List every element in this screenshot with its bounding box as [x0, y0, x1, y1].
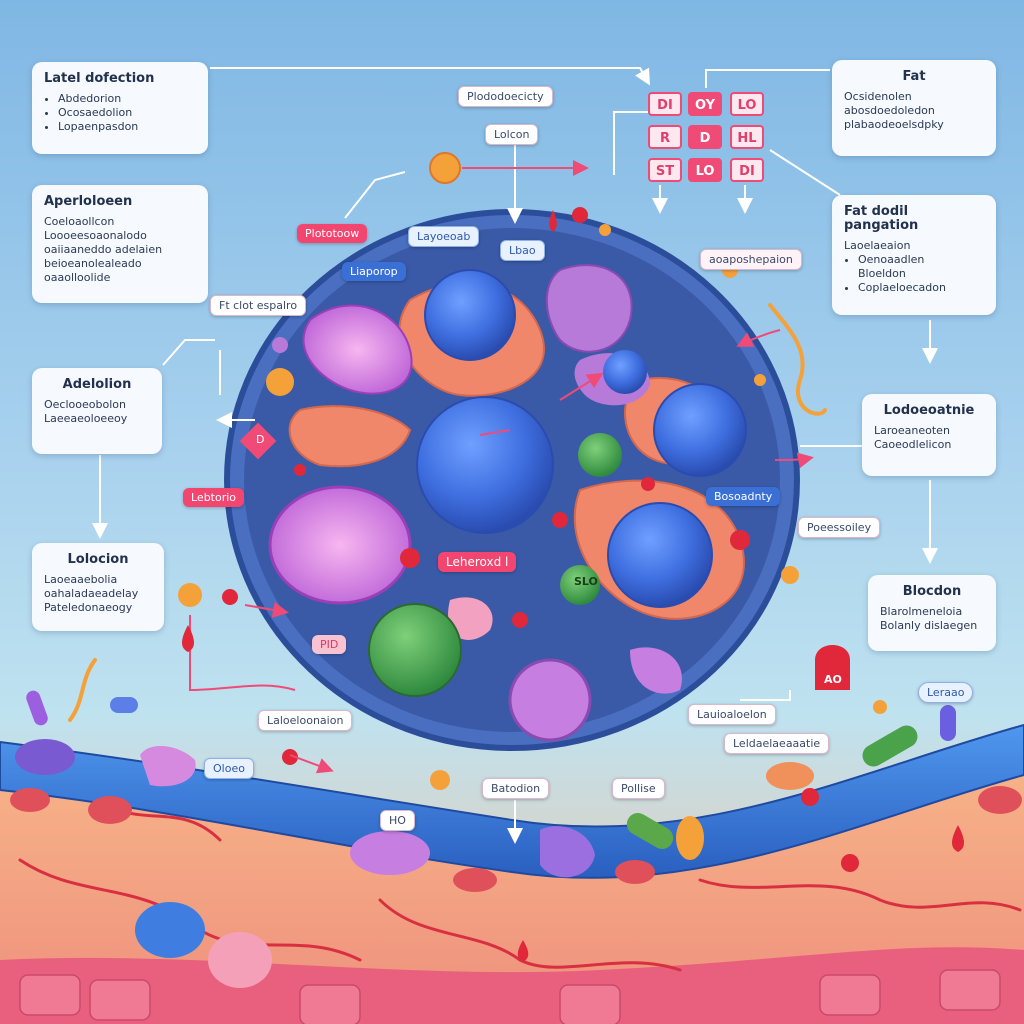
- panel-line: Bloeldon: [858, 267, 906, 280]
- panel-item: Oenoaadlen: [858, 253, 984, 267]
- label-grid: DI OY LO R D HL ST LO DI: [648, 92, 772, 186]
- panel-label-detection: Latel dofection Abdedorion Ocosaedolion …: [32, 62, 208, 154]
- connector-lines: [92, 67, 938, 844]
- diamond-marker: [239, 422, 277, 460]
- label-lidolo: aoaposhepaion: [700, 249, 802, 270]
- panel-item: Ocosaedolion: [58, 106, 196, 120]
- pink-organelle-ao: [815, 645, 850, 690]
- label-lauioaloelon: Lauioaloelon: [688, 704, 776, 725]
- label-oloeo: Oloeo: [204, 758, 254, 779]
- panel-title: Lolocion: [67, 552, 129, 567]
- panel-line: Loooeesoaonalodo: [44, 229, 147, 242]
- label-poeessoiley: Poeessoiley: [798, 517, 881, 538]
- panel-fat: Fat Ocsidenolen abosdoedoledon plabaodeo…: [832, 60, 996, 156]
- cell-membrane-band: [0, 723, 1024, 879]
- panel-title: Aperloloeen: [44, 194, 133, 209]
- label-lidelacsecodle: HO: [380, 810, 415, 831]
- panel-line: Bolanly dislaegen: [880, 619, 978, 632]
- grid-cell: DI: [648, 92, 682, 116]
- panel-lodoeoatnie: Lodoeoatnie Laroeaneoten Caoeodlelicon: [862, 394, 996, 476]
- panel-line: beioeanolealeado: [44, 257, 142, 270]
- grid-cell: ST: [648, 158, 682, 182]
- panel-line: Caoeodlelicon: [874, 438, 952, 451]
- panel-item: Coplaeloecadon: [858, 281, 984, 295]
- grid-cell: LO: [688, 158, 722, 182]
- floating-particles: [10, 152, 1022, 988]
- purple-organelles: [268, 264, 682, 742]
- panel-title: Blocdon: [902, 584, 962, 599]
- panel-line: plabaodeoelsdpky: [844, 118, 944, 131]
- panel-line: Laroeaneoten: [874, 424, 950, 437]
- panel-line: oaiiaaneddo adelaien: [44, 243, 163, 256]
- panel-lolocion: Lolocion Laoeaaebolia oahaladaeadelay Pa…: [32, 543, 164, 631]
- label-leheroxd: Leheroxd l: [438, 552, 517, 572]
- panel-fat-dodl: Fat dodil pangation Laoelaeaion Oenoaadl…: [832, 195, 996, 315]
- label-ft-clot: Ft clot espalro: [210, 295, 307, 316]
- grid-cell: LO: [730, 92, 764, 116]
- grid-cell: D: [688, 125, 722, 149]
- panel-line: Pateledonaeogy: [44, 601, 133, 614]
- panel-line: oahaladaeadelay: [44, 587, 139, 600]
- panel-line: Ocsidenolen: [844, 90, 912, 103]
- panel-title: Latel dofection: [44, 71, 155, 86]
- panel-title: Adelolion: [62, 377, 132, 392]
- panel-aperioloeen: Aperloloeen Coeloaollcon Loooeesoaonalod…: [32, 185, 208, 303]
- pink-arrows: [189, 160, 814, 774]
- label-lbao: Lbao: [500, 240, 545, 261]
- panel-title: Lodoeoatnie: [883, 403, 975, 418]
- grid-cell: HL: [730, 125, 764, 149]
- panel-blocdon: Blocdon Blarolmeneloia Bolanly dislaegen: [868, 575, 996, 651]
- label-pollise: Pollise: [612, 778, 665, 799]
- nuclei: [368, 269, 747, 697]
- label-lolcon: Lolcon: [485, 124, 539, 145]
- panel-line: oaaolloolide: [44, 271, 111, 284]
- label-plototoow: Plototoow: [297, 224, 368, 243]
- label-lebtorio: Lebtorio: [183, 488, 245, 507]
- panel-line: Coeloaollcon: [44, 215, 115, 228]
- panel-adelolion: Adelolion Oeclooeobolon Laeeaeoloeeoy: [32, 368, 162, 454]
- label-bosoadnty: Bosoadnty: [706, 487, 781, 506]
- panel-line: Blarolmeneloia: [880, 605, 963, 618]
- vesicles: [266, 207, 799, 628]
- panel-title: Fat: [902, 69, 926, 84]
- label-ao: AO: [824, 673, 842, 686]
- panel-line: Laoelaeaion: [844, 239, 911, 252]
- label-leraao: Leraao: [918, 682, 974, 703]
- orange-wavy-strand: [768, 303, 827, 416]
- panel-title: Fat dodil pangation: [844, 204, 919, 233]
- panel-item: Abdedorion: [58, 92, 196, 106]
- grid-cell: DI: [730, 158, 764, 182]
- label-liaporop: Liaporop: [342, 262, 406, 281]
- panel-line: Laeeaeoloeeoy: [44, 412, 128, 425]
- label-layoeoab: Layoeoab: [408, 226, 480, 247]
- label-green-slo: SLO: [574, 575, 598, 588]
- label-batodion: Batodion: [482, 778, 550, 799]
- grid-cell: OY: [688, 92, 722, 116]
- label-laloeloonaion: Laloeloonaion: [258, 710, 353, 731]
- droplet-icons: [182, 210, 964, 962]
- label-pid: PID: [312, 635, 347, 654]
- orange-wavy-strand-left: [68, 658, 97, 722]
- label-plododoecicty: Plododoecicty: [458, 86, 553, 107]
- grid-cell: R: [648, 125, 682, 149]
- panel-item: Lopaenpasdon: [58, 120, 196, 134]
- panel-line: Oeclooeobolon: [44, 398, 126, 411]
- label-leldaelaeaaatie: Leldaelaeaaatie: [724, 733, 830, 754]
- panel-line: abosdoedoledon: [844, 104, 935, 117]
- panel-line: Laoeaaebolia: [44, 573, 118, 586]
- label-d-diamond: D: [256, 433, 265, 446]
